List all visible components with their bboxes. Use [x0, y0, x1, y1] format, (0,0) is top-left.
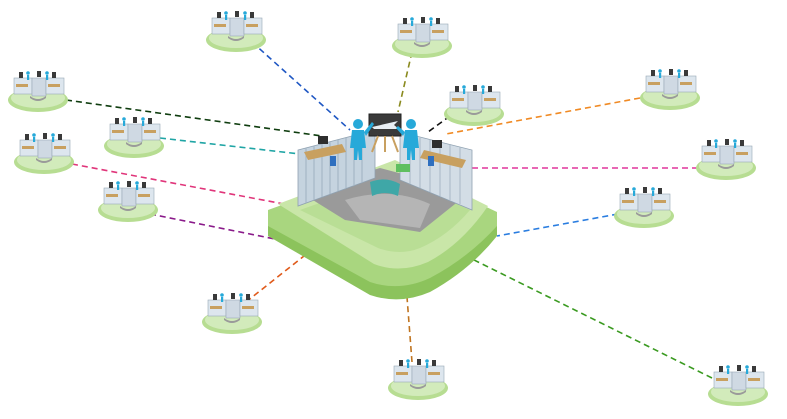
- office-far-left: [7, 70, 69, 113]
- office-top-left: [205, 10, 267, 53]
- office-right: [695, 138, 757, 181]
- monitor-right: [432, 140, 442, 148]
- connection-line-office-inner-left: [159, 137, 301, 155]
- central-office-hub: [268, 113, 497, 300]
- connection-line-office-upper-right: [427, 115, 451, 133]
- desk-left: [304, 144, 346, 160]
- connection-line-office-lower-right: [496, 213, 619, 237]
- connection-line-office-bottom-right: [465, 255, 713, 379]
- desk-right: [420, 150, 466, 168]
- office-left: [13, 132, 75, 175]
- person-left-figure: [350, 119, 374, 160]
- floor-highlight: [345, 193, 430, 228]
- chair-left: [330, 156, 336, 166]
- monitor-left: [318, 136, 328, 144]
- presentation-board: [368, 113, 402, 153]
- person-right-figure: [396, 119, 419, 160]
- connection-line-office-top-left: [251, 41, 351, 131]
- green-sign: [396, 164, 410, 172]
- reception-desk: [370, 179, 400, 196]
- connection-line-office-far-left: [65, 99, 323, 137]
- office-upper-right: [443, 84, 505, 127]
- chair-right: [428, 156, 434, 166]
- connection-line-office-left: [71, 163, 285, 205]
- connection-line-office-top-center: [397, 51, 413, 113]
- connection-line-office-bottom-left: [245, 255, 305, 303]
- office-far-top-right: [639, 68, 701, 111]
- office-inner-left: [103, 116, 165, 159]
- office-mid-left: [97, 180, 159, 223]
- office-bottom-left: [201, 292, 263, 335]
- office-top-center: [391, 16, 453, 59]
- office-lower-right: [613, 186, 675, 229]
- office-bottom-right: [707, 364, 769, 407]
- office-bottom-center: [387, 358, 449, 401]
- connection-line-office-far-top-right: [445, 97, 641, 135]
- connection-line-office-mid-left: [149, 213, 281, 241]
- airplane-icon: [372, 121, 399, 129]
